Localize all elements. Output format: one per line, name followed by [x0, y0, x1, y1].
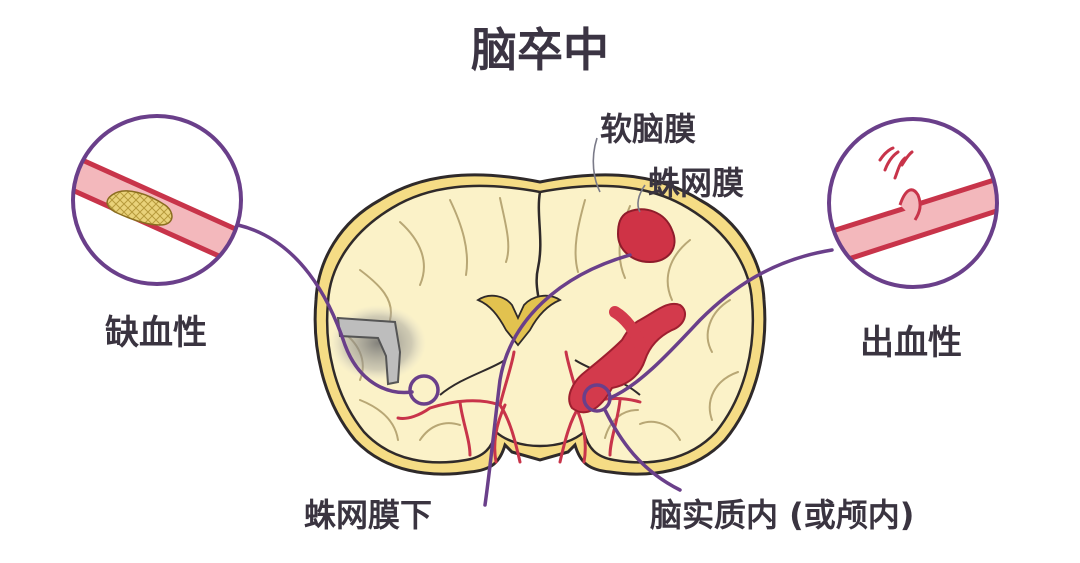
hemorrhage-target-ring [582, 383, 612, 413]
leader-hemorrhagic [608, 248, 834, 400]
leader-lines [236, 223, 834, 507]
hemorrhagic-inset-ring [827, 117, 999, 289]
label-ischemic: 缺血性 [105, 313, 207, 353]
label-arachnoid: 蛛网膜 [648, 164, 745, 202]
leader-subarachnoid [483, 253, 632, 507]
ischemic-target-ring [408, 374, 440, 406]
leader-ischemic [236, 223, 414, 395]
meningeal-hemorrhage [616, 208, 676, 264]
label-pia-mater: 软脑膜 [600, 110, 697, 148]
meninges-leaders [592, 137, 646, 213]
brain-section [313, 173, 767, 476]
hemorrhagic-inset [827, 117, 999, 289]
label-subarachnoid: 蛛网膜下 [304, 496, 433, 534]
ischemic-inset-ring [71, 114, 243, 286]
cerebral-arteries [396, 350, 642, 464]
bleed-spray-icon [878, 146, 914, 180]
label-intraparenchymal: 脑实质内 (或颅内) [650, 496, 915, 534]
lateral-ventricles [476, 294, 562, 347]
label-hemorrhagic: 出血性 [860, 323, 962, 363]
plaque-icon [106, 190, 173, 226]
leader-intraparenchymal [603, 408, 682, 492]
occluded-vessel [336, 316, 402, 386]
page-title: 脑卒中 [471, 23, 609, 77]
ischemic-inset [71, 114, 243, 286]
